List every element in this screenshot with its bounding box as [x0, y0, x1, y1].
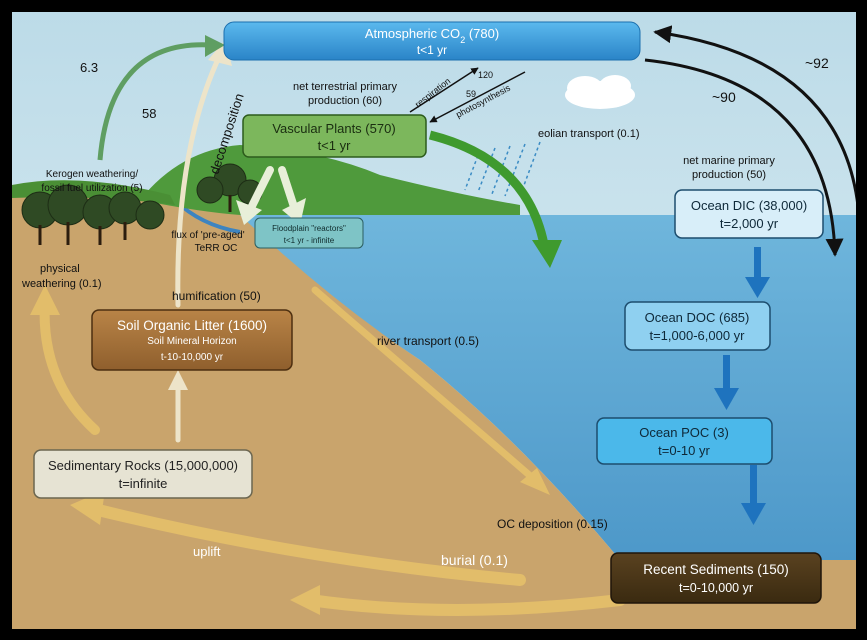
tree-trunks — [38, 195, 232, 245]
atmosphere-time: t<1 yr — [417, 43, 447, 57]
poc-label: Ocean POC (3) — [639, 425, 729, 440]
ocean-up-flux: ~92 — [805, 55, 829, 71]
humification-label: humification (50) — [172, 289, 261, 303]
kerogen-arrowhead — [205, 35, 225, 57]
photosynthesis-arrow — [429, 71, 526, 123]
floodplain-box: Floodplain "reactors" t<1 yr - infinite — [254, 217, 364, 249]
floodplain-time: t<1 yr - infinite — [284, 236, 335, 245]
net-marine-label-2: production (50) — [692, 169, 766, 181]
soil-horizon: Soil Mineral Horizon — [147, 336, 236, 347]
plants-time: t<1 yr — [318, 138, 352, 153]
soil-organic-box: Soil Organic Litter (1600) Soil Mineral … — [91, 309, 293, 371]
ocean-down-flux: ~90 — [712, 89, 736, 105]
atmosphere-value: (780) — [465, 26, 499, 41]
sediments-label: Recent Sediments (150) — [643, 562, 789, 577]
atmosphere-to-ocean-arrow — [644, 58, 844, 257]
svg-text:Atmospheric CO2 (780): Atmospheric CO2 (780) — [365, 26, 499, 45]
green-hill — [140, 145, 520, 215]
land-area — [12, 183, 862, 637]
preaged-arrow-b — [278, 166, 299, 214]
trees — [21, 163, 263, 230]
soil-label: Soil Organic Litter (1600) — [117, 318, 267, 333]
cloud — [565, 75, 635, 109]
sedimentary-rocks-box: Sedimentary Rocks (15,000,000) t=infinit… — [33, 449, 253, 499]
burial-label: burial (0.1) — [441, 552, 508, 568]
eolian-arrowhead — [532, 240, 562, 268]
atmosphere-subscript: 2 — [460, 35, 465, 45]
plants-label: Vascular Plants (570) — [272, 121, 395, 136]
recent-sediments-box: Recent Sediments (150) t=0-10,000 yr — [610, 552, 822, 604]
eolian-arrow — [428, 130, 550, 251]
photosynthesis-value: 120 — [478, 70, 493, 80]
decomposition-arrow — [175, 52, 223, 308]
uplift-arrow — [84, 502, 526, 586]
eolian-label: eolian transport (0.1) — [538, 128, 640, 140]
atmosphere-box: Atmospheric CO2 (780) t<1 yr — [223, 21, 641, 61]
ocean-doc-box: Ocean DOC (685) t=1,000-6,000 yr — [624, 301, 771, 351]
river-transport-label: river transport (0.5) — [377, 334, 479, 348]
atmosphere-label: Atmospheric CO — [365, 26, 460, 41]
physical-weathering-arrow — [39, 295, 100, 435]
dic-label: Ocean DIC (38,000) — [691, 198, 807, 213]
preaged-arrow-a — [246, 166, 274, 214]
preaged-label-1: flux of 'pre-aged' — [171, 230, 244, 241]
respiration-arrow — [409, 67, 479, 113]
sediments-time: t=0-10,000 yr — [679, 581, 753, 595]
tan-arrows — [39, 52, 626, 616]
ocean-arrows — [714, 247, 770, 525]
rocks-label: Sedimentary Rocks (15,000,000) — [48, 458, 238, 473]
net-marine-label-1: net marine primary — [683, 155, 775, 167]
kerogen-arrow — [97, 42, 211, 161]
respiration-value: 59 — [466, 89, 476, 99]
decomposition-value: 58 — [142, 106, 156, 121]
fossil-flux-value: 6.3 — [80, 60, 98, 75]
ocean-dic-box: Ocean DIC (38,000) t=2,000 yr — [674, 189, 824, 239]
oc-deposition-label: OC deposition (0.15) — [497, 517, 608, 531]
doc-label: Ocean DOC (685) — [645, 310, 750, 325]
physical-label-1: physical — [40, 263, 80, 275]
kerogen-label-1: Kerogen weathering/ — [46, 169, 139, 180]
uplift-label: uplift — [193, 544, 221, 559]
floodplain-label: Floodplain "reactors" — [272, 224, 346, 233]
kerogen-label-2: fossil fuel utilization (5) — [41, 183, 142, 194]
preaged-label-2: TeRR OC — [195, 243, 238, 254]
river-transport-arrow — [311, 286, 539, 484]
net-terrestrial-label-1: net terrestrial primary — [293, 81, 397, 93]
doc-time: t=1,000-6,000 yr — [649, 328, 745, 343]
rocks-time: t=infinite — [119, 476, 168, 491]
soil-time: t-10-10,000 yr — [161, 352, 224, 363]
physical-label-2: weathering (0.1) — [21, 278, 102, 290]
net-terrestrial-label-2: production (60) — [308, 95, 382, 107]
uplift-arrow-lower — [304, 594, 626, 616]
dic-time: t=2,000 yr — [720, 216, 779, 231]
vascular-plants-box: Vascular Plants (570) t<1 yr — [242, 114, 427, 158]
poc-time: t=0-10 yr — [658, 443, 710, 458]
ocean-poc-box: Ocean POC (3) t=0-10 yr — [596, 417, 773, 465]
